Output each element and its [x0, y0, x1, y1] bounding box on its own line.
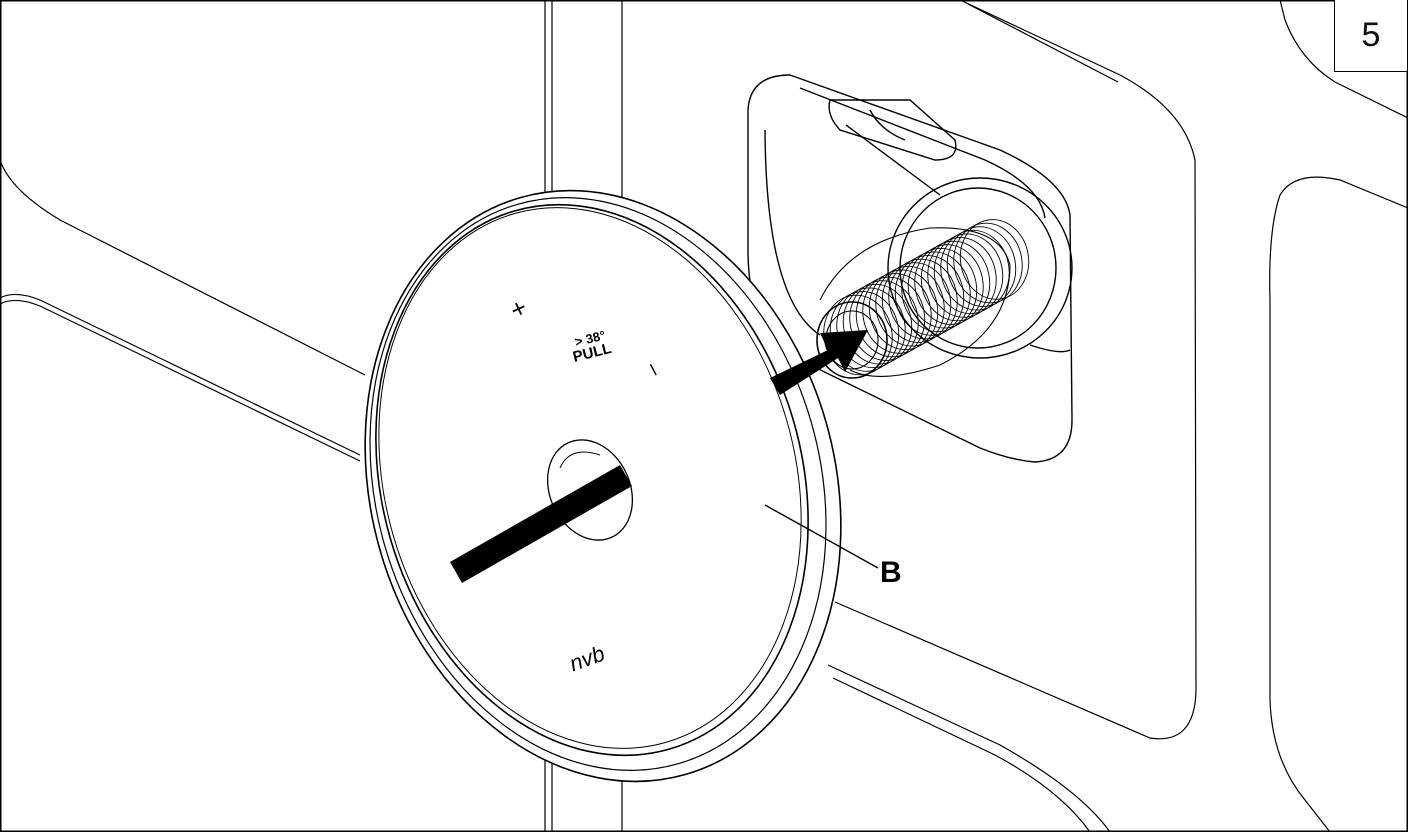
threaded-spindle — [816, 219, 1030, 379]
thread-ring — [920, 240, 991, 322]
step-number: 5 — [1361, 16, 1381, 54]
thread-ring — [914, 244, 984, 325]
thread-ring — [946, 226, 1017, 307]
thread-ring — [894, 255, 965, 336]
direction-arrows — [450, 330, 868, 583]
thread-ring — [953, 222, 1023, 304]
thread-ring — [842, 283, 913, 365]
temperature-marking-top: > 38° — [573, 327, 607, 349]
thread-ring — [907, 247, 978, 329]
thread-ring — [959, 219, 1030, 300]
thread-ring — [901, 251, 971, 333]
thread-ring — [881, 262, 952, 343]
callout-leader — [764, 504, 879, 569]
thread-ring — [888, 258, 958, 340]
step-number-box: 5 — [1334, 0, 1407, 72]
thread-ring — [855, 276, 926, 358]
insert-arrow — [770, 330, 868, 395]
handle-arrow — [450, 465, 632, 583]
thread-ring — [927, 237, 997, 318]
thread-ring — [849, 280, 919, 361]
thread-ring — [868, 269, 939, 351]
wall-recess — [747, 74, 1073, 463]
thread-ring — [862, 273, 932, 354]
thread-ring — [933, 233, 1004, 315]
callout-label-b: B — [880, 556, 902, 589]
